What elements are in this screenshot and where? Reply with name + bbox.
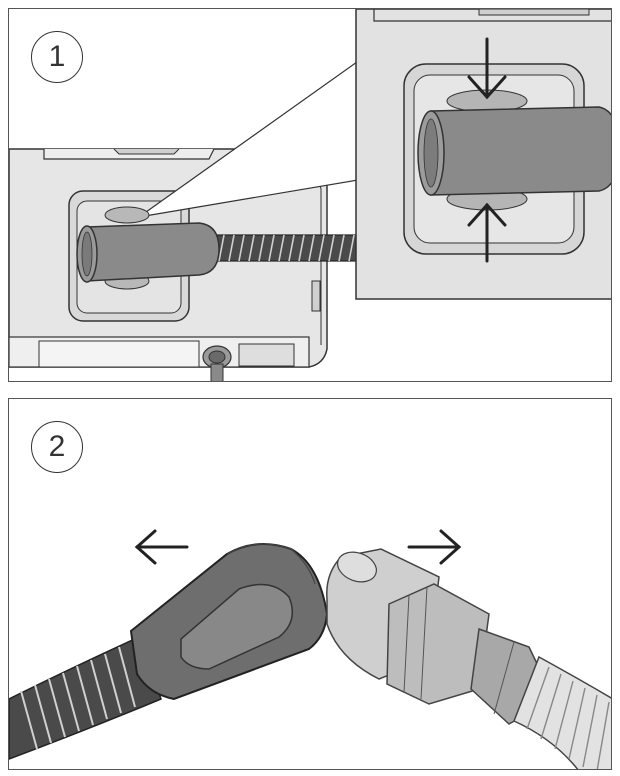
- step-1-panel: 1: [8, 8, 612, 382]
- step-1-badge: 1: [31, 31, 83, 83]
- light-air-tubing: [513, 655, 611, 769]
- step-1-number: 1: [48, 40, 66, 73]
- zoom-callout-cone: [138, 55, 365, 218]
- dark-air-tubing: [9, 635, 162, 760]
- step-2-panel: 2: [8, 398, 612, 770]
- light-tube-connector: [326, 548, 555, 725]
- cpap-device: [9, 148, 328, 381]
- dark-tube-connector: [129, 543, 329, 701]
- arrows-pointing-in-icon: [467, 37, 507, 263]
- step-2-illustration: [9, 529, 611, 769]
- step-1-illustration: [9, 9, 611, 381]
- arrows-pointing-out-icon: [134, 529, 462, 565]
- tube-connector: [76, 206, 220, 290]
- zoom-inset: [355, 9, 611, 300]
- step-2-number: 2: [48, 430, 66, 463]
- air-tubing: [203, 234, 365, 262]
- step-2-badge: 2: [31, 421, 83, 473]
